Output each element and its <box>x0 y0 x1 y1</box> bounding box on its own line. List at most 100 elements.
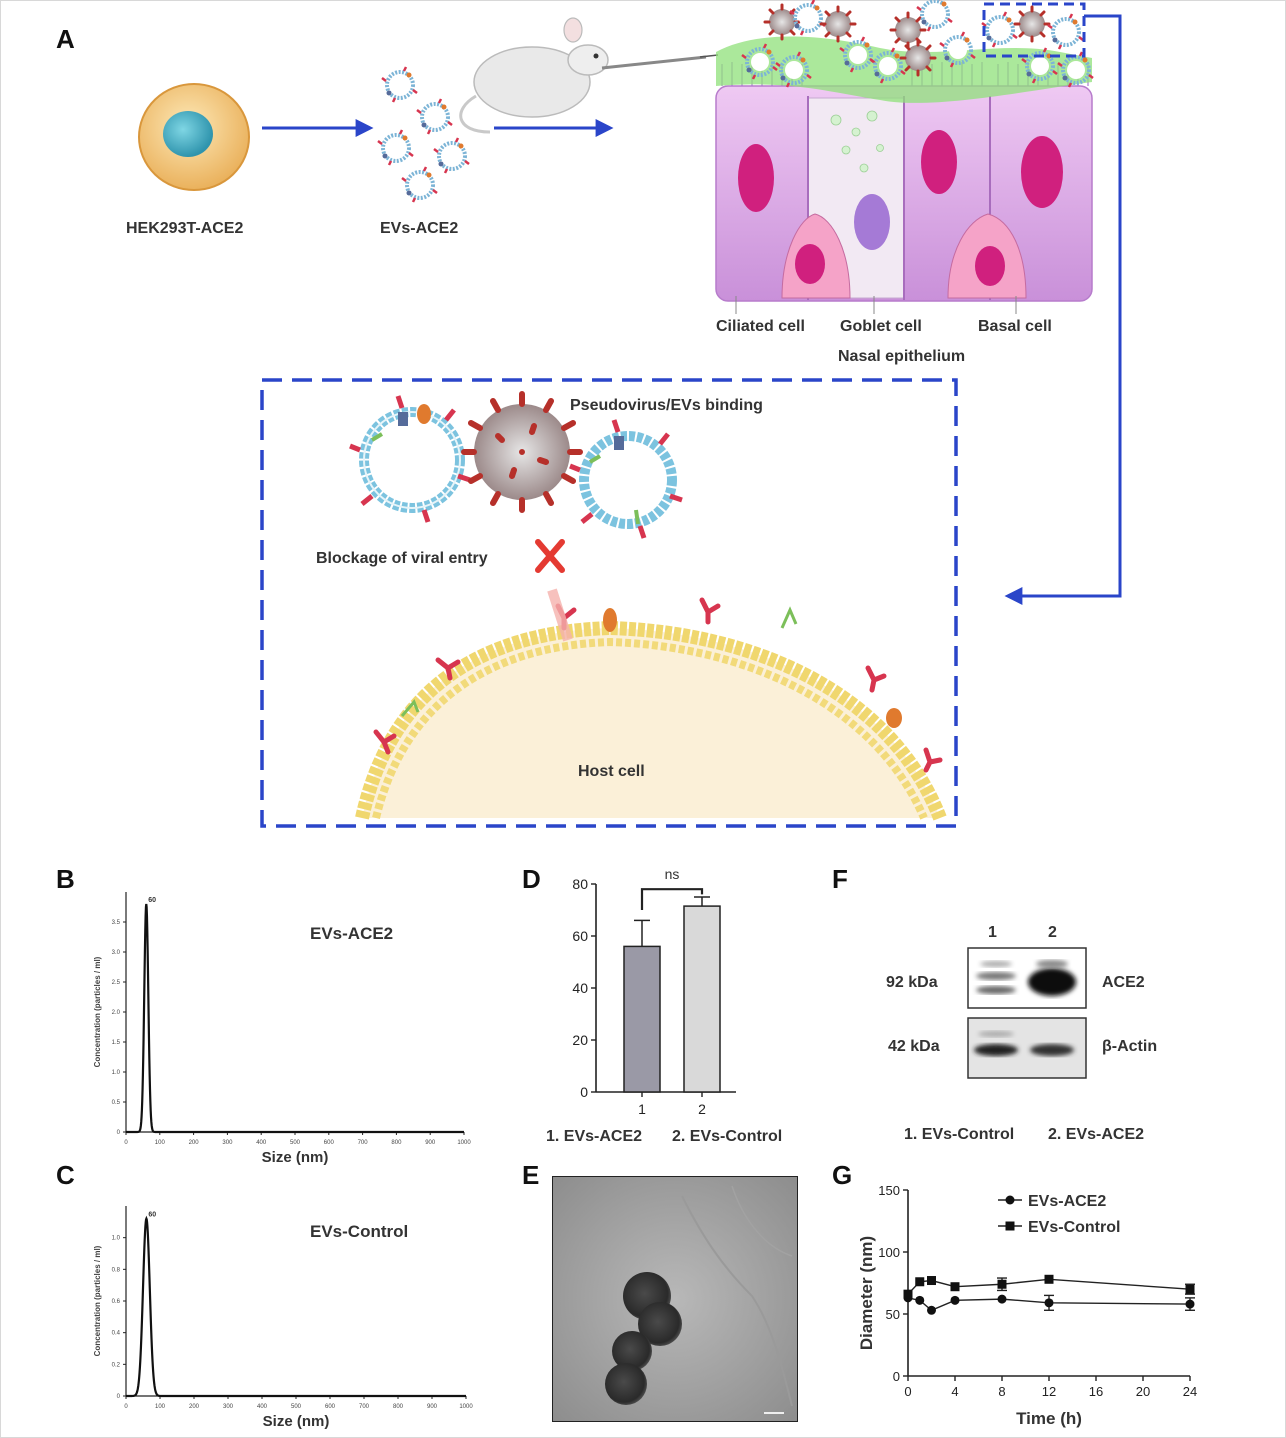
panel-a-illustration <box>138 0 1122 828</box>
data-point-circle <box>927 1305 936 1315</box>
x-tick-label: 200 <box>189 1140 200 1146</box>
label-blockage-viral-entry: Blockage of viral entry <box>316 550 488 567</box>
data-point-circle <box>915 1295 925 1305</box>
legend-marker-square <box>1005 1221 1015 1231</box>
panel-label-a: A <box>56 24 75 54</box>
panel-label-g: G <box>832 1160 853 1190</box>
bar-2 <box>683 905 721 1093</box>
x-tick-label: 100 <box>155 1140 166 1146</box>
x-axis-label: Time (h) <box>1016 1409 1082 1428</box>
x-tick-label: 400 <box>257 1404 268 1410</box>
data-point-square <box>915 1277 925 1287</box>
y-tick-label: 40 <box>572 980 588 996</box>
blot-lane-1: 1 <box>988 924 997 941</box>
y-tick-label: 1.0 <box>112 1236 121 1242</box>
legend-label: EVs-ACE2 <box>1028 1193 1106 1210</box>
label-host-cell: Host cell <box>578 763 645 780</box>
y-tick-label: 2.5 <box>112 980 121 986</box>
chart-b-title: EVs-ACE2 <box>310 924 394 943</box>
y-tick-label: 0.4 <box>112 1331 121 1337</box>
x-tick-label: 100 <box>155 1404 166 1410</box>
y-tick-label: 0 <box>117 1394 121 1400</box>
blot-legend-2: 2. EVs-ACE2 <box>1048 1126 1145 1143</box>
y-tick-label: 60 <box>572 928 588 944</box>
y-tick-label: 150 <box>878 1183 900 1198</box>
data-point-square <box>997 1279 1007 1289</box>
x-tick-label: 0 <box>124 1404 128 1410</box>
blot-legend-1: 1. EVs-Control <box>904 1126 1015 1143</box>
y-tick-label: 3.0 <box>112 950 121 956</box>
bar-1 <box>623 945 661 1093</box>
chart-d-legend-2: 2. EVs-Control <box>672 1128 783 1145</box>
x-tick-label: 700 <box>358 1140 369 1146</box>
legend-label: EVs-Control <box>1028 1219 1120 1236</box>
label-basal-cell: Basal cell <box>978 318 1052 335</box>
panel-label-d: D <box>522 864 541 894</box>
peak-label: 60 <box>148 897 156 904</box>
x-tick-label: 200 <box>189 1404 200 1410</box>
y-tick-label: 0 <box>117 1130 121 1136</box>
x-tick-label: 900 <box>425 1140 436 1146</box>
blot-lane-2: 2 <box>1048 924 1057 941</box>
y-axis-label: Concentration (particles / ml) <box>93 956 102 1067</box>
x-tick-label: 16 <box>1089 1384 1103 1399</box>
y-axis-label: Diameter (nm) <box>857 1236 876 1350</box>
label-goblet-cell: Goblet cell <box>840 318 922 335</box>
data-point-square <box>1185 1284 1195 1294</box>
x-tick-label: 500 <box>291 1404 302 1410</box>
y-tick-label: 20 <box>572 1032 588 1048</box>
panel-label-f: F <box>832 864 848 894</box>
x-tick-label: 4 <box>951 1384 958 1399</box>
y-tick-label: 1.0 <box>112 1070 121 1076</box>
chart-d-legend-1: 1. EVs-ACE2 <box>546 1128 643 1145</box>
x-tick-label: 600 <box>325 1404 336 1410</box>
peak-label: 60 <box>148 1212 156 1219</box>
y-tick-label: 0.5 <box>112 1100 121 1106</box>
x-tick-label: 12 <box>1042 1384 1056 1399</box>
label-evs-ace2: EVs-ACE2 <box>380 220 459 237</box>
y-tick-label: 80 <box>572 876 588 892</box>
y-axis-label: Concentration (particles / ml) <box>93 1245 102 1356</box>
chart-c-title: EVs-Control <box>310 1222 409 1241</box>
blot-protein-actin: β-Actin <box>1102 1038 1158 1055</box>
label-hek293t-ace2: HEK293T-ACE2 <box>126 220 244 237</box>
x-tick-label: 500 <box>290 1140 301 1146</box>
y-tick-label: 0 <box>893 1369 900 1384</box>
x-tick-label: 800 <box>393 1404 404 1410</box>
western-blot <box>967 947 1087 1079</box>
x-tick-label: 8 <box>998 1384 1005 1399</box>
x-tick-label: 1 <box>638 1101 646 1117</box>
x-tick-label: 0 <box>904 1384 911 1399</box>
x-tick-label: 400 <box>256 1140 267 1146</box>
x-tick-label: 300 <box>223 1404 234 1410</box>
y-tick-label: 100 <box>878 1245 900 1260</box>
significance-label: ns <box>665 866 680 882</box>
label-ciliated-cell: Ciliated cell <box>716 318 805 335</box>
y-tick-label: 2.0 <box>112 1010 121 1016</box>
panel-label-b: B <box>56 864 75 894</box>
tem-image <box>552 1176 798 1422</box>
y-tick-label: 3.5 <box>112 920 121 926</box>
x-tick-label: 20 <box>1136 1384 1150 1399</box>
blot-kda-1: 92 kDa <box>886 974 938 991</box>
x-tick-label: 24 <box>1183 1384 1197 1399</box>
x-tick-label: 300 <box>222 1140 233 1146</box>
data-point-square <box>950 1282 960 1292</box>
x-tick-label: 900 <box>427 1404 438 1410</box>
blot-protein-ace2: ACE2 <box>1102 974 1145 991</box>
legend-marker-circle <box>1005 1195 1015 1205</box>
y-tick-label: 1.5 <box>112 1040 121 1046</box>
x-tick-label: 700 <box>359 1404 370 1410</box>
y-tick-label: 0.2 <box>112 1362 121 1368</box>
significance-bracket <box>640 888 704 910</box>
x-tick-label: 1000 <box>457 1140 471 1146</box>
x-tick-label: 0 <box>124 1140 128 1146</box>
size-distribution-line <box>126 903 464 1134</box>
x-tick-label: 2 <box>698 1101 706 1117</box>
x-axis-label: Size (nm) <box>263 1413 330 1430</box>
size-distribution-line <box>126 1215 466 1398</box>
